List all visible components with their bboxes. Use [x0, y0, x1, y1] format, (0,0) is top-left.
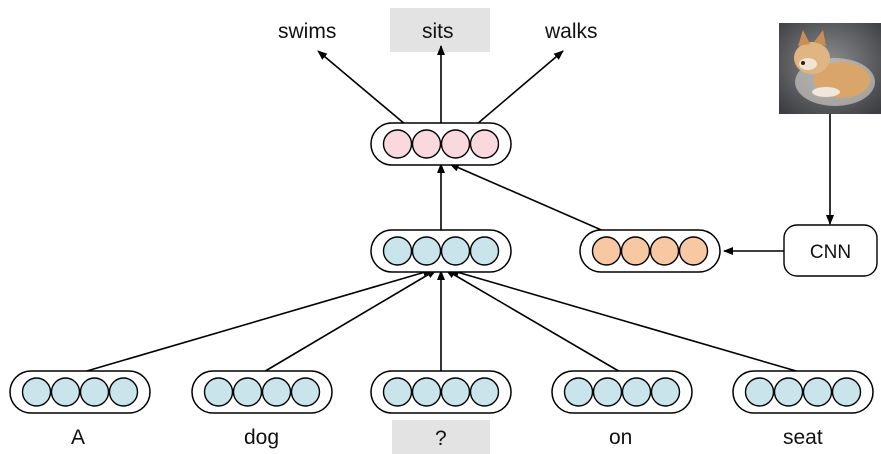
arrow-on-to-hidden: [445, 269, 623, 374]
hidden-layer: [370, 229, 512, 273]
hidden-layer-unit-3: [440, 236, 471, 266]
input-layer-mask: [370, 370, 512, 414]
input-layer-A-unit-4: [108, 377, 139, 407]
output-layer: [370, 122, 512, 166]
output-layer-unit-1: [382, 129, 413, 159]
masked-word-highlight: [392, 420, 490, 454]
output-layer-unit-2: [411, 129, 442, 159]
input-layer-on-unit-2: [592, 377, 623, 407]
dog-photo-icon: [779, 23, 881, 114]
cnn-box: CNN: [783, 224, 878, 277]
input-word-seat: seat: [783, 426, 823, 449]
image-feature-layer-unit-1: [591, 236, 622, 266]
input-layer-mask-unit-3: [440, 377, 471, 407]
input-layer-mask-unit-4: [469, 377, 500, 407]
input-layer-dog-unit-1: [203, 377, 234, 407]
input-layer-mask-unit-2: [411, 377, 442, 407]
output-word-walks: walks: [545, 20, 598, 43]
cnn-label: CNN: [810, 242, 851, 263]
input-layer-dog: [191, 370, 333, 414]
target-word-highlight: [390, 8, 490, 52]
input-layer-on-unit-4: [650, 377, 681, 407]
input-layer-A: [9, 370, 151, 414]
output-word-sits: sits: [422, 20, 454, 43]
input-layer-seat-unit-1: [744, 377, 775, 407]
projection-arrows: [437, 114, 834, 255]
hidden-layer-unit-4: [469, 236, 500, 266]
output-word-swims: swims: [278, 20, 337, 43]
hidden-layer-unit-1: [382, 236, 413, 266]
arrow-to-walks: [469, 50, 564, 131]
input-word-on: on: [609, 426, 633, 449]
arrow-dog-to-hidden: [261, 269, 437, 374]
input-word-dog: dog: [244, 426, 280, 449]
input-word-mask: ?: [435, 427, 447, 450]
vector-layers: [9, 122, 874, 414]
input-layer-mask-unit-1: [382, 377, 413, 407]
output-layer-unit-4: [469, 129, 500, 159]
input-word-A: A: [71, 426, 86, 449]
arrow-A-to-hidden: [79, 268, 433, 374]
input-layer-seat-unit-2: [773, 377, 804, 407]
arrow-seat-to-hidden: [449, 268, 804, 374]
input-layer-A-unit-1: [21, 377, 52, 407]
input-arrows: [79, 268, 804, 374]
input-layer-seat: [732, 370, 874, 414]
input-layer-on-unit-1: [563, 377, 594, 407]
arrow-image-to-output: [449, 163, 607, 233]
output-layer-unit-3: [440, 129, 471, 159]
arrow-to-swims: [317, 50, 413, 131]
image-feature-layer: [579, 229, 721, 273]
input-layer-seat-unit-3: [802, 377, 833, 407]
input-layer-dog-unit-4: [290, 377, 321, 407]
input-layer-dog-unit-2: [232, 377, 263, 407]
input-layer-seat-unit-4: [831, 377, 862, 407]
input-layer-on-unit-3: [621, 377, 652, 407]
input-layer-on: [551, 370, 693, 414]
input-layer-A-unit-3: [79, 377, 110, 407]
image-feature-layer-unit-2: [620, 236, 651, 266]
input-layer-dog-unit-3: [261, 377, 292, 407]
output-arrows: [317, 45, 564, 131]
input-layer-A-unit-2: [50, 377, 81, 407]
hidden-layer-unit-2: [411, 236, 442, 266]
cnn-box-frame: [783, 224, 878, 277]
image-feature-layer-unit-4: [678, 236, 709, 266]
image-feature-layer-unit-3: [649, 236, 680, 266]
